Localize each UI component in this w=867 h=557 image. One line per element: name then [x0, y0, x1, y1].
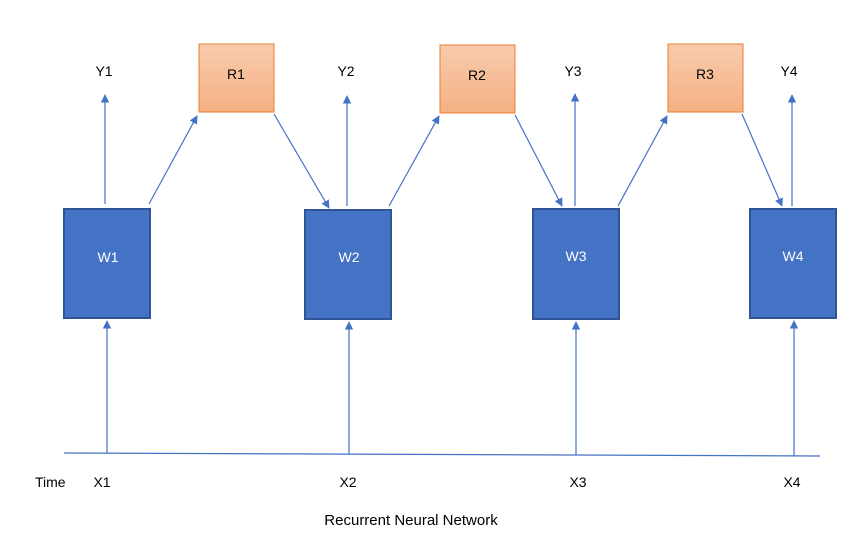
recurrent-label: R1 [227, 66, 245, 82]
recurrent-arrow-r1-w2 [273, 113, 330, 209]
cell-w3: W3 [532, 208, 620, 320]
recurrent-label: R2 [468, 67, 486, 83]
output-label-y3: Y3 [564, 63, 581, 79]
output-label-y2: Y2 [337, 63, 354, 79]
recurrent-arrow-r3-w4 [741, 113, 783, 207]
time-label: Time [35, 474, 66, 490]
diagram-caption: Recurrent Neural Network [324, 512, 498, 529]
cell-w2: W2 [304, 209, 392, 320]
cell-label: W1 [98, 249, 119, 265]
input-label-x4: X4 [783, 474, 800, 490]
output-label-y1: Y1 [95, 63, 112, 79]
cell-label: W4 [783, 248, 804, 264]
recurrent-arrow-w1-r1 [148, 115, 198, 205]
recurrent-r1: R1 [198, 43, 275, 113]
cell-w1: W1 [63, 208, 151, 319]
recurrent-arrow-r2-w3 [514, 114, 563, 207]
input-label-x1: X1 [93, 474, 110, 490]
recurrent-label: R3 [696, 66, 714, 82]
timeline-axis [63, 452, 821, 457]
input-label-x2: X2 [339, 474, 356, 490]
recurrent-r2: R2 [439, 44, 516, 114]
output-label-y4: Y4 [780, 63, 797, 79]
cell-label: W3 [566, 248, 587, 264]
recurrent-r3: R3 [667, 43, 744, 113]
cell-label: W2 [339, 249, 360, 265]
recurrent-arrow-w3-r3 [617, 115, 668, 207]
input-label-x3: X3 [569, 474, 586, 490]
recurrent-arrow-w2-r2 [388, 115, 440, 207]
cell-w4: W4 [749, 208, 837, 319]
